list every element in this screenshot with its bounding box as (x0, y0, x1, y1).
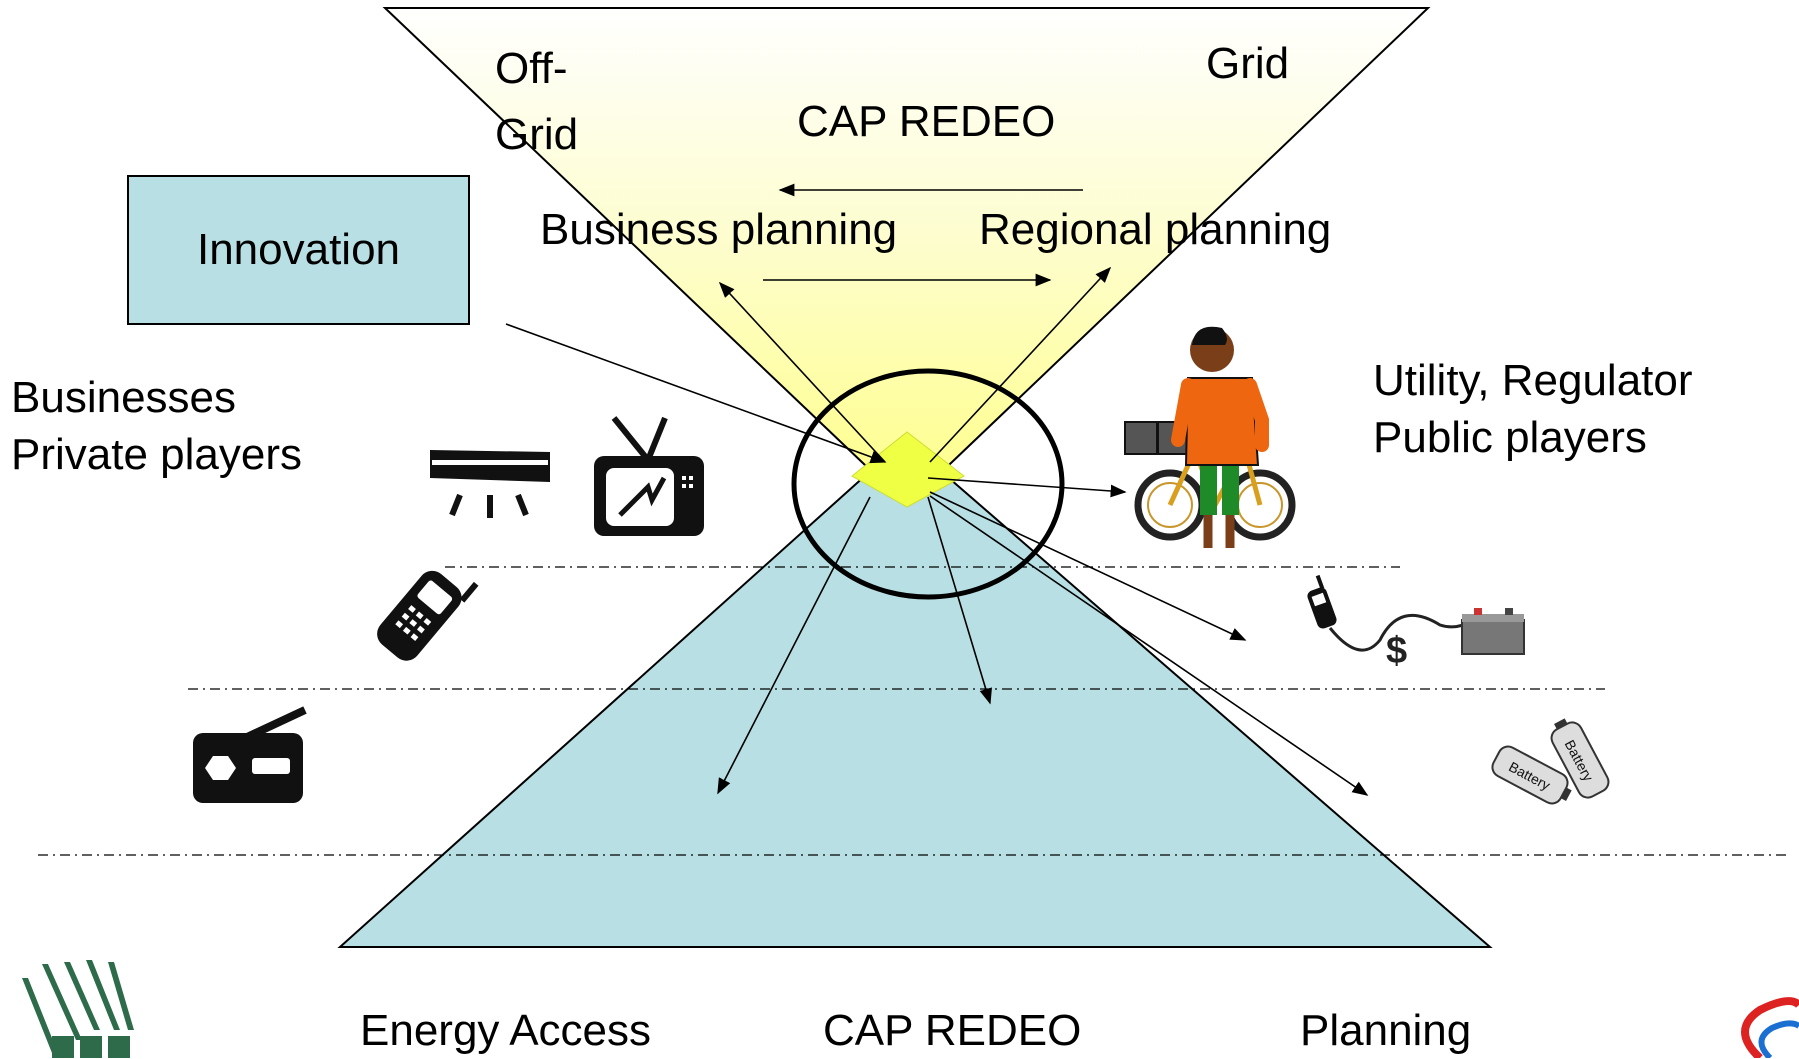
arrow-to-bicycle (927, 477, 1127, 498)
public-players-label: Public players (1373, 413, 1647, 462)
innovation-label: Innovation (196, 225, 401, 274)
cap-redeo-top-label: CAP REDEO (797, 97, 1056, 146)
bottom-pyramid (337, 438, 1493, 948)
top-funnel (382, 7, 1431, 507)
mobile-phone-icon (377, 570, 479, 661)
layer-dividers (38, 566, 1790, 856)
innovation-box: Innovation (127, 175, 470, 325)
arrow-to-phone-battery (929, 491, 1247, 641)
arrows (505, 183, 1369, 796)
phone-pay-battery-icon: $ (1307, 574, 1525, 672)
arrow-up-business (718, 281, 886, 463)
television-icon (594, 416, 704, 536)
businesses-label: Businesses (11, 373, 237, 422)
arrow-down-left (717, 496, 871, 795)
person-with-bicycle-battery-icon (1124, 326, 1296, 548)
svg-text:$: $ (1386, 630, 1407, 672)
arrow-to-batteries (929, 495, 1369, 796)
private-players-label: Private players (11, 430, 303, 479)
arrow-innovation (505, 323, 887, 464)
radio-icon (193, 706, 307, 803)
regional-planning-label: Regional planning (979, 205, 1332, 254)
arrow-up-regional (929, 266, 1112, 463)
air-conditioner-icon (430, 450, 550, 518)
center-ellipse (791, 368, 1065, 600)
off-grid-label: Off- Grid (495, 44, 579, 159)
batteries-icon: Battery Battery (1491, 718, 1610, 805)
business-planning-label: Business planning (540, 205, 898, 254)
grid-label: Grid (1206, 39, 1290, 88)
energy-access-label: Energy Access (360, 1006, 652, 1055)
corner-logo (1741, 997, 1799, 1058)
cap-redeo-bottom-label: CAP REDEO (823, 1006, 1082, 1055)
arrow-down-center (927, 496, 992, 705)
etc-logo (22, 960, 134, 1058)
utility-regulator-label: Utility, Regulator (1373, 356, 1693, 405)
planning-label: Planning (1300, 1006, 1472, 1055)
